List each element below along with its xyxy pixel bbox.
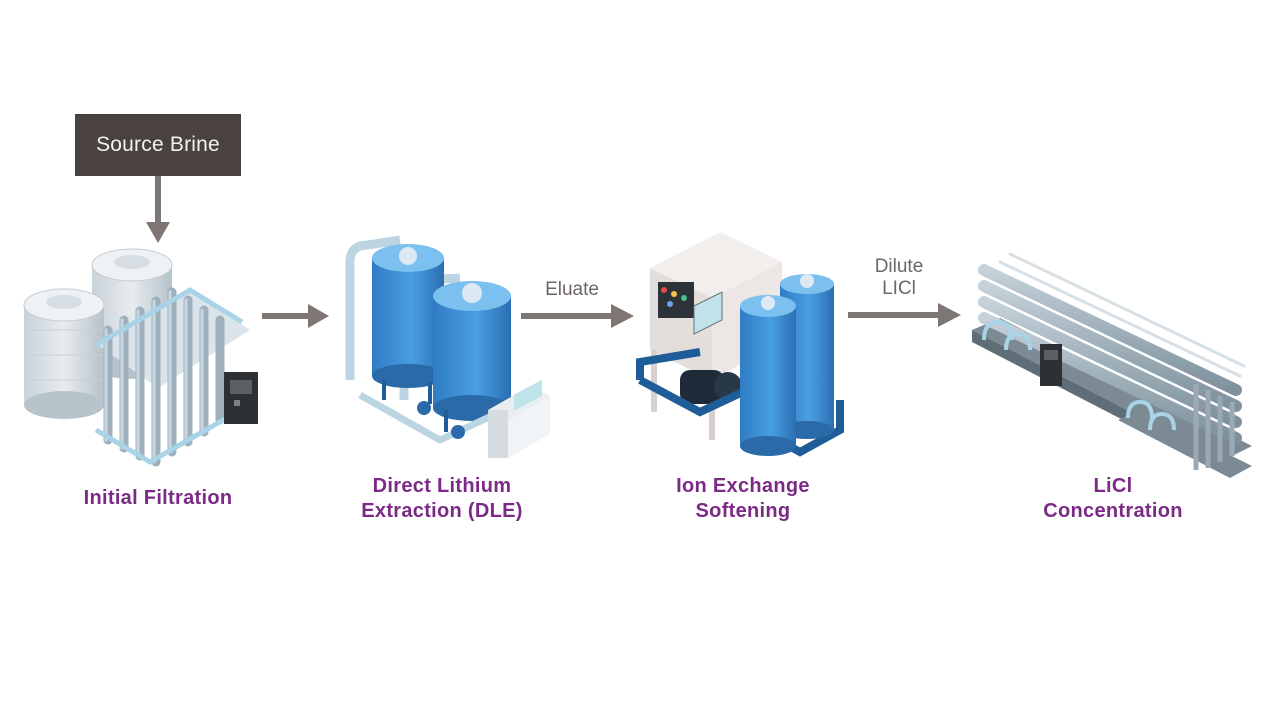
source-brine-box: Source Brine [75, 114, 241, 176]
ion-exchange-equipment-illustration [636, 232, 844, 457]
stage-label-licl-concentration: LiCl Concentration [1043, 475, 1183, 522]
source-brine-label: Source Brine [96, 133, 220, 156]
dle-equipment-illustration [345, 235, 550, 458]
stage-label-ion-exchange: Ion Exchange Softening [676, 475, 810, 522]
arrow-dle-to-ion-exchange [521, 304, 634, 328]
arrow-filtration-to-dle [262, 304, 329, 328]
concentration-equipment-illustration [972, 252, 1252, 478]
flow-label-eluate: Eluate [545, 279, 599, 300]
arrow-ion-exchange-to-concentration [848, 303, 961, 327]
stage-label-dle: Direct Lithium Extraction (DLE) [361, 475, 523, 522]
flow-label-dilute-licl: Dilute LICl [874, 256, 924, 299]
arrow-source-to-filtration [146, 176, 170, 243]
stage-label-initial-filtration: Initial Filtration [83, 487, 233, 509]
filtration-equipment-illustration [23, 248, 258, 467]
